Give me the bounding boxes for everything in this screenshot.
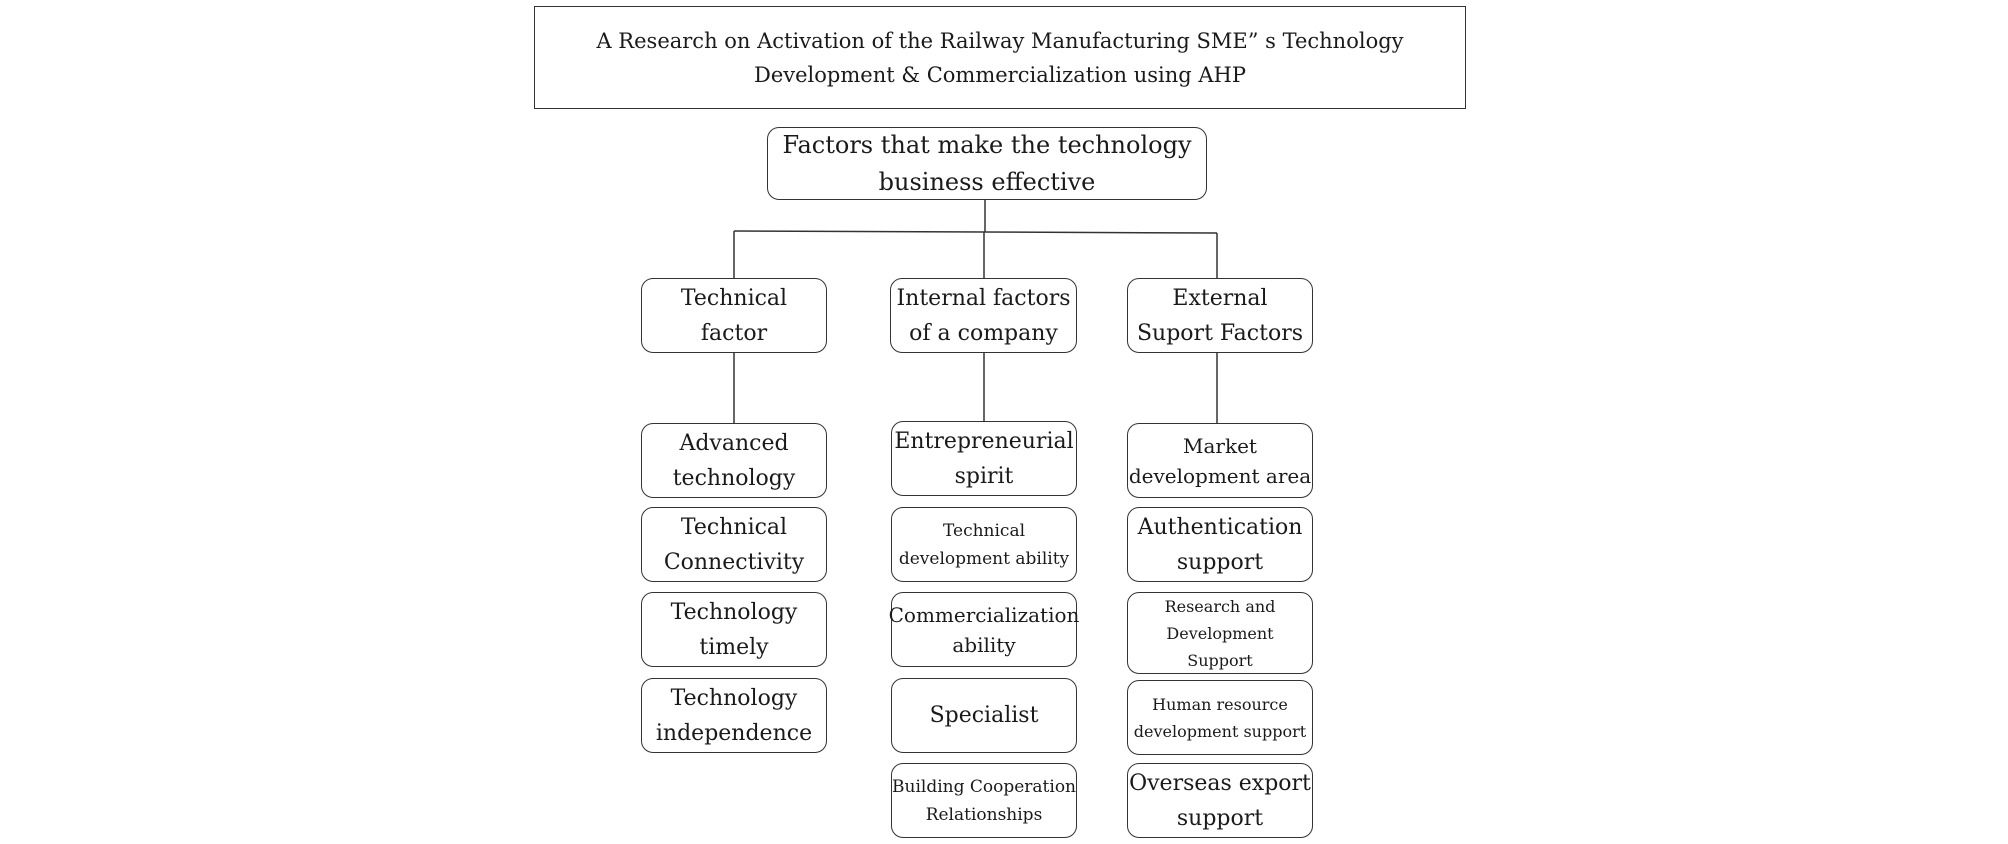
subfactor-line-1: Entrepreneurial [894, 428, 1074, 454]
subfactor-advanced-technology: Advanced technology [641, 423, 827, 498]
subfactor-technology-independence: Technology independence [641, 678, 827, 753]
criterion-line-2: Suport Factors [1136, 320, 1304, 346]
subfactor-human-resource-development-support: Human resource development support [1127, 680, 1313, 755]
subfactor-technology-timely: Technology timely [641, 592, 827, 667]
criterion-line-2: of a company [909, 320, 1058, 346]
criterion-internal-factors: Internal factors of a company [890, 278, 1077, 353]
criterion-technical-factor: Technical factor [641, 278, 827, 353]
subfactor-line-1: Research and [1164, 596, 1276, 616]
subfactor-line-1: Commercialization [888, 602, 1080, 627]
subfactor-line-2: development support [1133, 721, 1307, 741]
subfactor-line-2: independence [655, 720, 813, 746]
subfactor-line-2: spirit [954, 463, 1014, 489]
subfactor-specialist: Specialist [891, 678, 1077, 753]
criterion-external-factors: External Suport Factors [1127, 278, 1313, 353]
criterion-line-1: External [1172, 285, 1268, 311]
subfactor-line-2: support [1176, 805, 1264, 831]
subfactor-line-1: Market [1183, 433, 1257, 458]
subfactor-line-2: technology [672, 465, 796, 491]
criterion-line-1: Technical [680, 285, 788, 311]
subfactor-overseas-export-support: Overseas export support [1127, 763, 1313, 838]
goal-node: Factors that make the technology busines… [767, 127, 1207, 200]
subfactor-building-cooperation-relationships: Building Cooperation Relationships [891, 763, 1077, 838]
subfactor-technical-development-ability: Technical development ability [891, 507, 1077, 582]
subfactor-line-1: Building Cooperation [892, 776, 1077, 797]
diagram-title: A Research on Activation of the Railway … [534, 6, 1466, 109]
subfactor-entrepreneurial-spirit: Entrepreneurial spirit [891, 421, 1077, 496]
subfactor-line-1: Specialist [929, 703, 1039, 728]
subfactor-line-2: timely [699, 634, 769, 660]
subfactor-line-2: development area [1128, 463, 1312, 488]
subfactor-line-2: development ability [898, 548, 1070, 569]
criterion-line-1: Internal factors [896, 285, 1071, 311]
subfactor-authentication-support: Authentication support [1127, 507, 1313, 582]
subfactor-line-1: Technical [942, 520, 1026, 541]
subfactor-line-1: Human resource [1152, 694, 1288, 714]
subfactor-line-1: Overseas export [1129, 770, 1311, 796]
subfactor-line-3: Support [1187, 650, 1253, 670]
subfactor-market-development-area: Market development area [1127, 423, 1313, 498]
subfactor-line-2: Connectivity [663, 549, 805, 575]
subfactor-technical-connectivity: Technical Connectivity [641, 507, 827, 582]
goal-line-1: Factors that make the technology [782, 130, 1192, 159]
subfactor-line-2: support [1176, 549, 1264, 575]
subfactor-line-1: Authentication [1137, 514, 1303, 540]
subfactor-line-1: Advanced [679, 430, 789, 456]
connector-horizontal [733, 230, 1218, 234]
subfactor-line-1: Technical [680, 514, 788, 540]
subfactor-research-development-support: Research and Development Support [1127, 592, 1313, 674]
title-line-2: Development & Commercialization using AH… [754, 62, 1246, 87]
subfactor-line-1: Technology [670, 599, 798, 625]
criterion-line-2: factor [700, 320, 768, 346]
subfactor-commercialization-ability: Commercialization ability [888, 592, 1080, 667]
subfactor-line-2: ability [952, 632, 1016, 657]
title-line-1: A Research on Activation of the Railway … [596, 28, 1404, 53]
subfactor-line-2: Relationships [925, 804, 1043, 825]
goal-line-2: business effective [878, 167, 1096, 196]
subfactor-line-2: Development [1166, 623, 1274, 643]
subfactor-line-1: Technology [670, 685, 798, 711]
